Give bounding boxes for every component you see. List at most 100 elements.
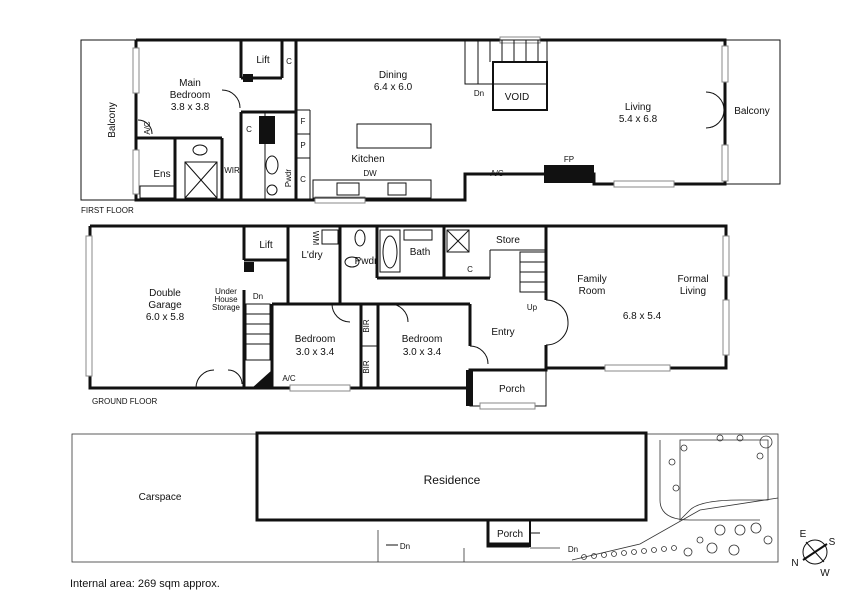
bath-label: Bath [410, 247, 431, 258]
door-swing [545, 321, 569, 346]
under-house-label-1: Under [215, 287, 237, 296]
ground-dn-label: Dn [253, 292, 263, 301]
store-label: Store [496, 235, 520, 246]
window [604, 364, 671, 372]
toilet [354, 229, 366, 247]
dw-label: DW [363, 169, 377, 178]
family-room-label-1: Family [577, 274, 606, 285]
ground-pwdr-label: Pwdr [355, 256, 378, 267]
residence-footprint [255, 431, 648, 548]
wm-label: WM [311, 231, 320, 246]
garden-path [571, 497, 779, 561]
door-swing [221, 89, 241, 109]
bathtub-shower [184, 161, 218, 199]
window [132, 47, 140, 94]
double-garage-label-2: Garage [148, 300, 182, 311]
p-label: P [300, 141, 305, 150]
bir-b-label: BIR [362, 360, 371, 374]
ac-left-label: A/C [143, 121, 152, 135]
c-mid-label: C [246, 125, 252, 134]
pwdr-label: Pwdr [284, 169, 293, 188]
cooktop [387, 182, 407, 196]
basin [192, 144, 208, 156]
ground-floor-title: GROUND FLOOR [92, 397, 158, 406]
column [243, 74, 253, 82]
column [466, 370, 473, 406]
window [722, 235, 730, 277]
ground-floor-outer-wall [88, 224, 728, 406]
window [479, 402, 536, 410]
under-house-label-2: House [214, 295, 238, 304]
shower-mark [446, 229, 470, 253]
residence-label: Residence [424, 473, 481, 487]
internal-area-note: Internal area: 269 sqm approx. [70, 578, 220, 590]
ground-lift-label: Lift [259, 240, 273, 251]
compass-s: S [829, 537, 836, 548]
window [721, 144, 729, 182]
under-house-label-3: Storage [212, 303, 241, 312]
first-floor-title: FIRST FLOOR [81, 206, 134, 215]
compass: E S N W [791, 529, 835, 579]
balcony-left-label: Balcony [107, 102, 118, 138]
kitchen-bench [312, 179, 432, 199]
kitchen-island [356, 123, 432, 149]
void-area [492, 61, 548, 111]
column [259, 116, 275, 144]
dishwasher [336, 182, 360, 196]
ground-c-label: C [467, 265, 473, 274]
door-swing [469, 345, 489, 365]
site-plan: Carspace Residence Porch Dn Dn [71, 431, 779, 563]
door-swing [195, 369, 215, 389]
bedroom-a-size: 3.0 x 3.4 [296, 347, 335, 358]
window [314, 196, 366, 204]
window [722, 299, 730, 356]
garden-bed [679, 439, 769, 521]
kitchen-label: Kitchen [351, 154, 384, 165]
site-dn-label-a: Dn [400, 542, 410, 551]
compass-needle [805, 541, 825, 563]
site-dn-label-b: Dn [568, 545, 578, 554]
compass-needle [802, 543, 828, 561]
ground-living-size: 6.8 x 5.4 [623, 311, 662, 322]
up-label: Up [527, 303, 538, 312]
double-garage-label-1: Double [149, 288, 181, 299]
balcony-right-area [724, 39, 781, 185]
bedroom-b-label: Bedroom [402, 334, 443, 345]
garden-path [659, 440, 760, 521]
c-pwdr-label: C [300, 175, 306, 184]
entry-label: Entry [491, 327, 514, 338]
void-label: VOID [505, 92, 529, 103]
door-swing [137, 119, 153, 135]
ground-floor-plan: Double Garage 6.0 x 5.8 Under House Stor… [85, 224, 730, 410]
wir-label: WIR [224, 166, 240, 175]
compass-ring [802, 539, 828, 565]
laundry-tub [321, 229, 339, 245]
toilet [265, 155, 279, 175]
window [132, 149, 140, 195]
first-floor-plan: Balcony A/C Main Bedroom 3.8 x 3.8 Ens W… [80, 36, 781, 215]
bedroom-a-label: Bedroom [295, 334, 336, 345]
door-swing [705, 109, 725, 129]
toilet [344, 256, 360, 268]
column [244, 262, 254, 272]
window [289, 384, 351, 392]
family-room-label-2: Room [579, 286, 606, 297]
compass-w: W [820, 568, 830, 579]
compass-e: E [800, 529, 807, 540]
formal-living-label-1: Formal [677, 274, 708, 285]
shower [446, 229, 470, 253]
main-bedroom-size: 3.8 x 3.8 [171, 102, 210, 113]
ac-right-label: A/C [490, 169, 504, 178]
formal-living-label-2: Living [680, 286, 706, 297]
ens-label: Ens [153, 169, 170, 180]
door-swing [545, 299, 569, 323]
dining-label: Dining [379, 70, 407, 81]
main-bedroom-label-1: Main [179, 78, 201, 89]
balcony-right-label: Balcony [734, 106, 770, 117]
f-label: F [301, 117, 306, 126]
site-porch-label: Porch [497, 529, 523, 540]
first-floor-dn-label: Dn [474, 89, 484, 98]
column [252, 370, 272, 388]
window [721, 45, 729, 83]
door-swing [331, 303, 351, 323]
